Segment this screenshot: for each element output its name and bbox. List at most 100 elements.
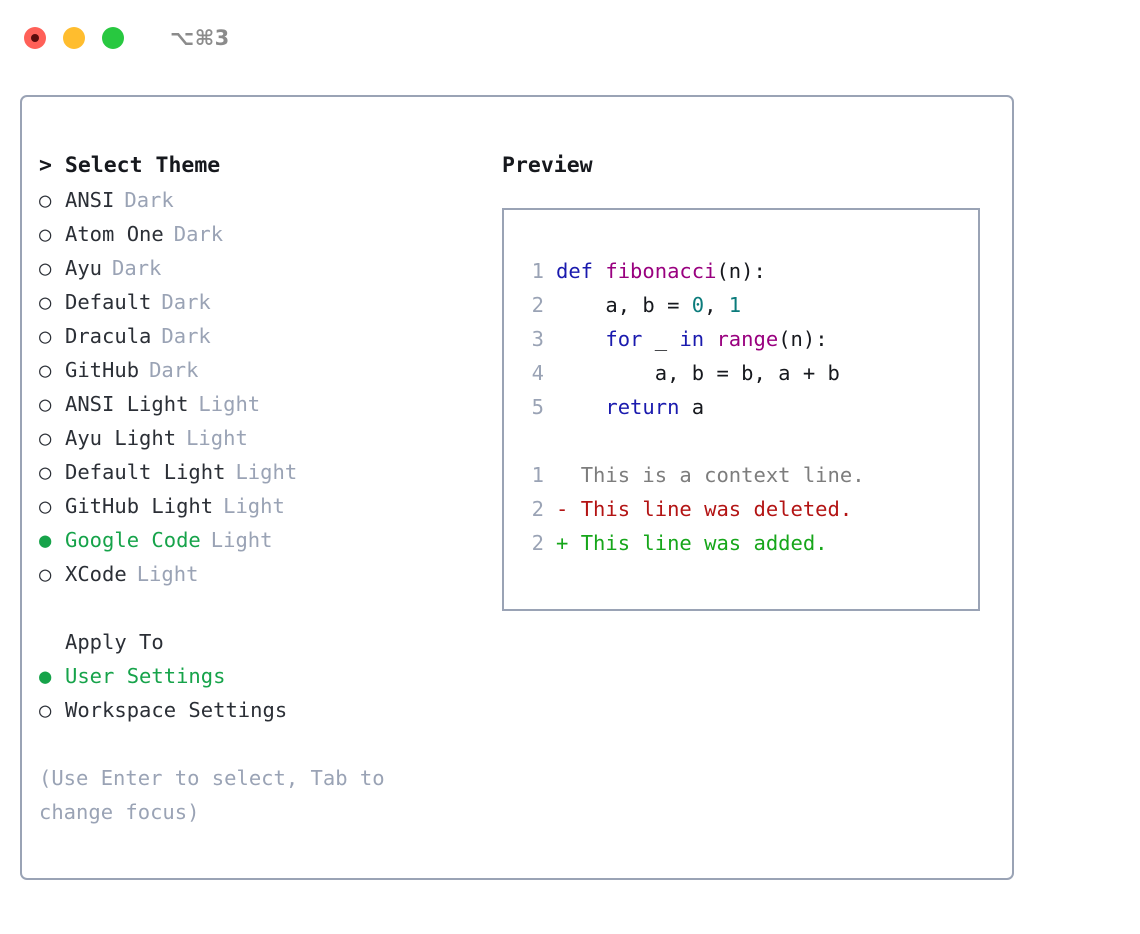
theme-option-ayu-light[interactable]: ○ Ayu Light Light [39,421,502,455]
diff-line: 1 This is a context line. [522,458,978,492]
code-token: (n): [716,259,766,283]
code-token: range [716,327,779,351]
code-token [704,327,716,351]
theme-option-label: Default [65,290,152,314]
theme-variant-badge: Dark [124,188,174,212]
code-token: 1 [728,293,742,317]
theme-option-label: XCode [65,562,127,586]
diff-text: This line was added. [580,531,828,555]
close-button[interactable] [24,27,46,49]
line-number: 1 [531,463,544,487]
theme-option-label: Default Light [65,460,226,484]
code-token [556,395,605,419]
radio-unselected-icon[interactable]: ○ [39,698,52,722]
theme-option-ansi-light[interactable]: ○ ANSI Light Light [39,387,502,421]
apply-to-option-workspace-settings[interactable]: ○ Workspace Settings [39,693,502,727]
code-token: return [605,395,680,419]
code-line: 3 for _ in range(n): [522,322,978,356]
apply-to-heading: Apply To [65,630,164,654]
radio-unselected-icon[interactable]: ○ [39,494,52,518]
theme-variant-badge: Light [198,392,261,416]
code-token: in [679,327,705,351]
code-line: 4 a, b = b, a + b [522,356,978,390]
theme-option-github-light[interactable]: ○ GitHub Light Light [39,489,502,523]
list-spacer [39,591,502,625]
theme-option-label: Dracula [65,324,152,348]
diff-marker: - [556,497,581,521]
theme-variant-badge: Light [186,426,248,450]
radio-unselected-icon[interactable]: ○ [39,290,52,314]
line-number: 5 [531,395,544,419]
line-number: 2 [531,293,544,317]
radio-selected-icon[interactable]: ● [39,528,52,552]
code-token: 0 [691,293,705,317]
code-token: def [556,259,606,283]
radio-unselected-icon[interactable]: ○ [39,324,52,348]
radio-unselected-icon[interactable]: ○ [39,256,52,280]
radio-unselected-icon[interactable]: ○ [39,392,52,416]
theme-option-default[interactable]: ○ Default Dark [39,285,502,319]
radio-unselected-icon[interactable]: ○ [39,358,52,382]
code-token: a [679,395,705,419]
theme-option-google-code[interactable]: ● Google Code Light [39,523,502,557]
code-token: for [605,327,643,351]
code-token: _ [642,327,680,351]
theme-option-default-light[interactable]: ○ Default Light Light [39,455,502,489]
theme-variant-badge: Dark [149,358,199,382]
theme-variant-badge: Light [210,528,273,552]
code-token: fibonacci [605,259,717,283]
diff-marker: + [556,531,581,555]
theme-variant-badge: Light [223,494,285,518]
code-token: , [704,293,729,317]
window-titlebar: ⌥⌘3 [0,0,1140,76]
apply-to-option-label: User Settings [65,664,226,688]
theme-option-label: GitHub Light [65,494,214,518]
keyboard-shortcut-label: ⌥⌘3 [170,26,230,50]
theme-option-label: Atom One [65,222,164,246]
code-line: 1 def fibonacci(n): [522,254,978,288]
apply-to-option-user-settings[interactable]: ● User Settings [39,659,502,693]
minimize-button[interactable] [63,27,85,49]
radio-selected-icon[interactable]: ● [39,664,52,688]
theme-option-label: ANSI Light [65,392,189,416]
line-number: 2 [531,497,544,521]
theme-variant-badge: Dark [161,290,211,314]
theme-option-label: Google Code [65,528,201,552]
theme-option-label: GitHub [65,358,140,382]
line-number: 2 [531,531,544,555]
zoom-button[interactable] [102,27,124,49]
theme-option-github[interactable]: ○ GitHub Dark [39,353,502,387]
diff-marker [556,463,581,487]
diff-text: This line was deleted. [580,497,853,521]
apply-to-option-label: Workspace Settings [65,698,288,722]
line-number: 1 [531,259,544,283]
radio-unselected-icon[interactable]: ○ [39,460,52,484]
radio-unselected-icon[interactable]: ○ [39,562,52,586]
code-line: 2 a, b = 0, 1 [522,288,978,322]
radio-unselected-icon[interactable]: ○ [39,426,52,450]
line-number: 3 [531,327,544,351]
code-token [556,327,605,351]
traffic-lights [24,27,124,49]
code-token: a, b = b, a + b [556,361,840,385]
radio-unselected-icon[interactable]: ○ [39,188,52,212]
line-number: 4 [531,361,544,385]
theme-option-label: Ayu Light [65,426,177,450]
radio-unselected-icon[interactable]: ○ [39,222,52,246]
theme-variant-badge: Dark [112,256,162,280]
theme-option-label: Ayu [65,256,103,280]
code-token: (n): [778,327,828,351]
keyboard-hint-text: (Use Enter to select, Tab to change focu… [39,766,385,824]
preview-heading: Preview [502,153,593,178]
theme-variant-badge: Light [235,460,298,484]
diff-line: 2- This line was deleted. [522,492,978,526]
theme-option-ayu[interactable]: ○ Ayu Dark [39,251,502,285]
